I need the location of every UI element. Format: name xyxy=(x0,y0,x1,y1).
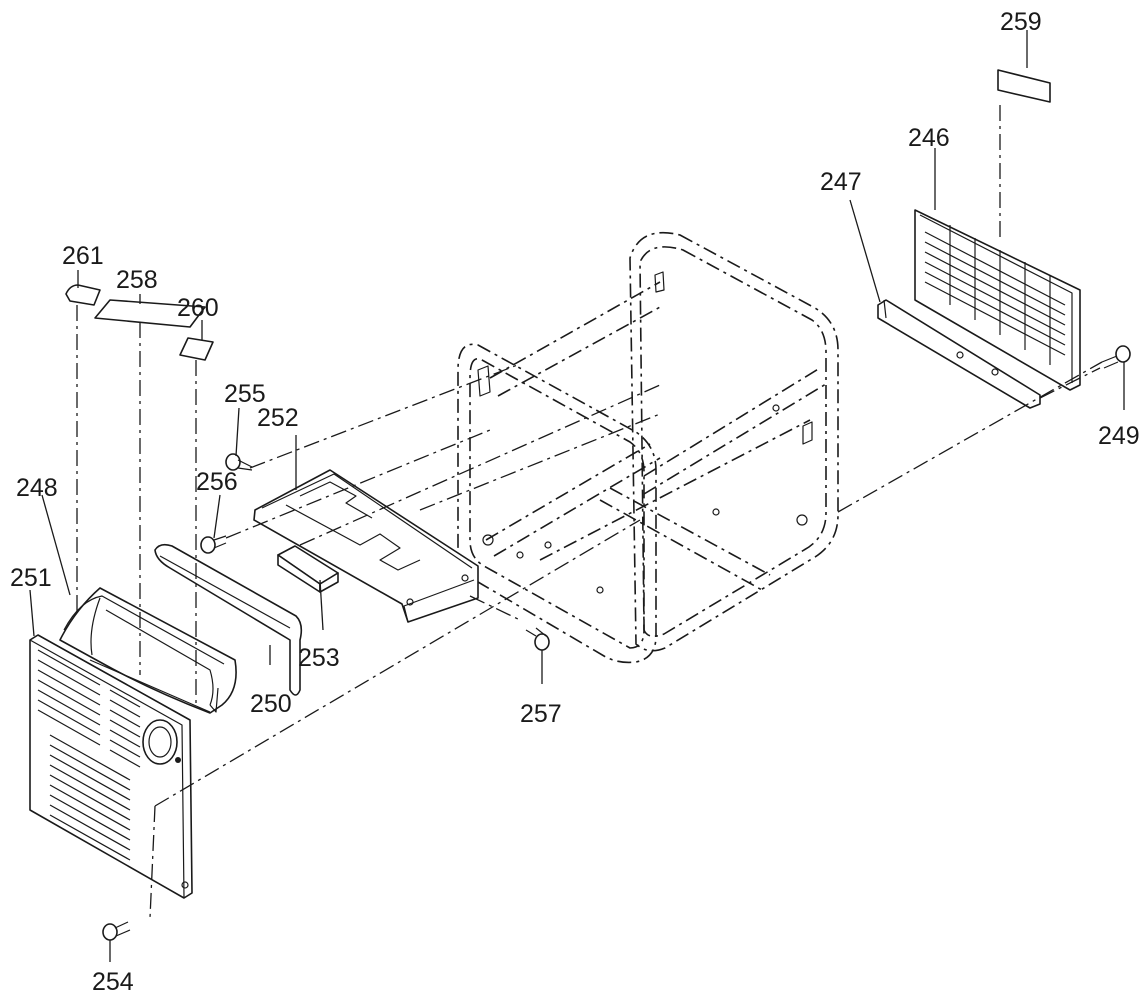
callout-254: 254 xyxy=(92,968,134,995)
callout-257: 257 xyxy=(520,700,562,728)
callout-259: 259 xyxy=(1000,8,1042,36)
leader-lines xyxy=(29,30,1125,962)
callout-261: 261 xyxy=(62,242,104,270)
assembly-lines xyxy=(76,105,1103,919)
callout-246: 246 xyxy=(908,124,950,152)
decal-261 xyxy=(65,284,101,306)
rear-panel xyxy=(914,209,1081,391)
callout-251: 251 xyxy=(10,564,52,592)
callout-labels: 259 246 247 261 258 260 255 252 256 248 … xyxy=(10,8,1140,995)
decal-260 xyxy=(179,337,214,361)
callout-248: 248 xyxy=(16,474,58,502)
screw-257 xyxy=(525,627,550,651)
rear-bracket xyxy=(877,299,1041,409)
front-handle xyxy=(59,587,237,714)
callout-252: 252 xyxy=(257,404,299,432)
screw-254 xyxy=(102,921,131,941)
handle-grip xyxy=(154,543,303,696)
callout-250: 250 xyxy=(250,690,292,718)
decal-258 xyxy=(94,299,206,328)
screw-256 xyxy=(200,535,227,554)
callout-253: 253 xyxy=(298,644,340,672)
callout-256: 256 xyxy=(196,468,238,496)
callout-249: 249 xyxy=(1098,422,1140,450)
top-cover xyxy=(253,469,479,623)
front-panel xyxy=(29,634,193,899)
screw-249 xyxy=(1101,345,1131,369)
decal-259 xyxy=(997,69,1051,103)
screw-255 xyxy=(225,453,253,471)
callout-247: 247 xyxy=(820,168,862,196)
foam-pad xyxy=(277,545,339,593)
callout-258: 258 xyxy=(116,266,158,294)
callout-260: 260 xyxy=(177,294,219,322)
callout-255: 255 xyxy=(224,380,266,408)
frame-assembly xyxy=(457,231,839,664)
